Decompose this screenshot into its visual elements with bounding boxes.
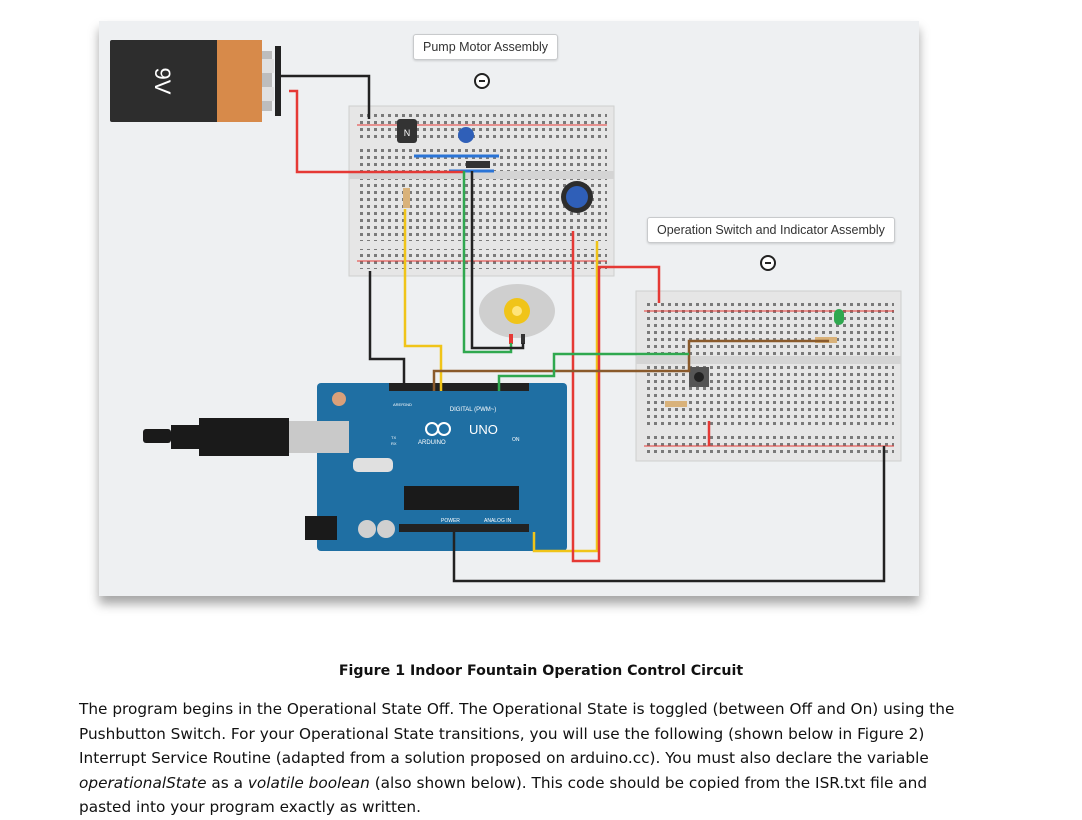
usb-cable bbox=[143, 418, 349, 456]
wires bbox=[281, 74, 886, 583]
brand-label: ARDUINO bbox=[418, 440, 446, 446]
battery-9v: 9V bbox=[110, 40, 281, 122]
analog-label: ANALOG IN bbox=[484, 518, 512, 524]
paragraph-line: Pushbutton Switch. For your Operational … bbox=[79, 724, 925, 743]
collapse-minus-icon[interactable] bbox=[474, 73, 490, 89]
circuit-figure: 9V N bbox=[99, 21, 919, 596]
paragraph-line: pasted into your program exactly as writ… bbox=[79, 798, 421, 817]
variable-name: operationalState bbox=[79, 773, 207, 792]
tx-label: TX bbox=[391, 435, 396, 440]
diode bbox=[466, 161, 490, 168]
figure-caption: Figure 1 Indoor Fountain Operation Contr… bbox=[338, 663, 744, 679]
model-label: UNO bbox=[469, 422, 498, 437]
transistor-label: N bbox=[404, 128, 411, 138]
paragraph-line: Interrupt Service Routine (adapted from … bbox=[79, 749, 929, 768]
body-paragraph: The program begins in the Operational St… bbox=[79, 697, 999, 820]
paragraph-line: The program begins in the Operational St… bbox=[79, 700, 955, 718]
circuit-diagram: 9V N bbox=[110, 40, 902, 583]
arduino-uno: DIGITAL (PWM~) UNO ARDUINO ON TX RX AREF… bbox=[305, 383, 567, 551]
pump-motor-assembly-callout: Pump Motor Assembly bbox=[413, 34, 559, 60]
power-label: POWER bbox=[441, 518, 460, 524]
gnd-label: GND bbox=[403, 402, 412, 407]
collapse-minus-icon[interactable] bbox=[760, 255, 776, 271]
battery-label: 9V bbox=[150, 68, 175, 95]
breadboard-switch bbox=[635, 290, 902, 462]
paragraph-text: (also shown below). This code should be … bbox=[369, 773, 928, 792]
paragraph-line: operationalState as a volatile boolean (… bbox=[79, 771, 999, 796]
operation-switch-callout: Operation Switch and Indicator Assembly bbox=[647, 217, 895, 243]
capacitor bbox=[458, 127, 474, 143]
aref-label: AREF bbox=[393, 402, 404, 407]
rx-label: RX bbox=[391, 441, 397, 446]
on-label: ON bbox=[512, 437, 520, 443]
resistor-pump bbox=[403, 188, 410, 208]
variable-type: volatile boolean bbox=[247, 773, 370, 792]
digital-label: DIGITAL (PWM~) bbox=[450, 407, 497, 413]
led-green bbox=[834, 309, 844, 325]
dc-motor bbox=[479, 284, 555, 344]
paragraph-text: as a bbox=[206, 773, 248, 792]
resistor-switch bbox=[665, 401, 687, 407]
transistor: N bbox=[397, 119, 417, 143]
